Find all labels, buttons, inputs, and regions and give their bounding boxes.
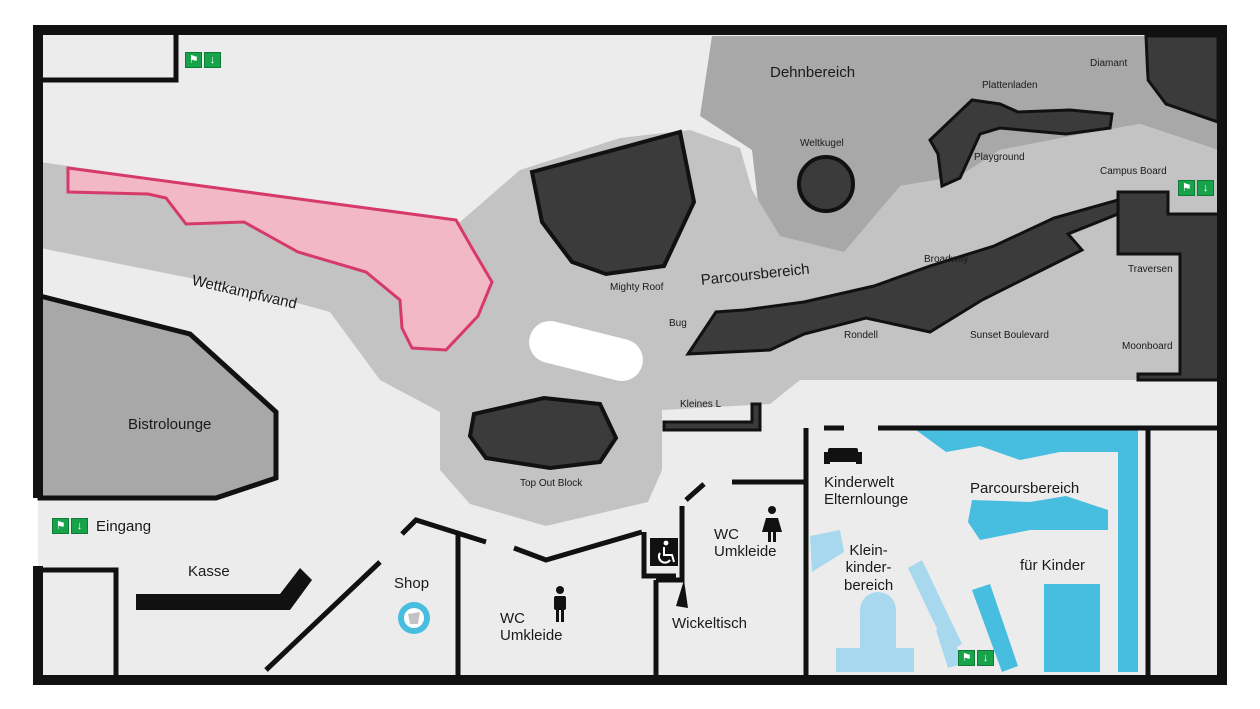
emergency-exit-sign: ⚑↓ <box>1178 180 1214 196</box>
label-dehnbereich: Dehnbereich <box>770 64 856 81</box>
wheelchair-icon <box>650 538 678 566</box>
label-kasse: Kasse <box>188 563 230 580</box>
small-kids-shape <box>810 530 844 572</box>
arrow-down-icon: ↓ <box>71 518 88 534</box>
wall-campus-board <box>1116 190 1222 382</box>
arrow-down-icon: ↓ <box>204 52 221 68</box>
label-rondell: Rondell <box>844 330 878 341</box>
male-toilet-icon <box>554 586 566 622</box>
label-kinderwelt: Kinderwelt Elternlounge <box>824 474 908 509</box>
label-kleinkinderbereich: Klein- kinder- bereich <box>844 542 893 594</box>
label-broadway: Broadway <box>924 254 969 265</box>
label-mighty-roof: Mighty Roof <box>610 282 664 293</box>
label-wc: WC <box>714 526 739 543</box>
emergency-exit-sign: ⚑↓ <box>52 518 88 534</box>
label-plattenladen: Plattenladen <box>982 80 1038 91</box>
wall-top-left-room <box>38 30 179 83</box>
label-weltkugel: Weltkugel <box>800 138 844 149</box>
white-oval-block <box>529 321 643 381</box>
shop-globe-icon <box>398 602 430 634</box>
label-playground: Playground <box>974 152 1025 163</box>
label-wc-umkleide-men: WC Umkleide <box>500 610 563 645</box>
emergency-exit-icon: ⚑ <box>958 650 975 666</box>
label-fuer-kinder: für Kinder <box>1020 557 1086 574</box>
label-campus-board: Campus Board <box>1100 166 1167 177</box>
wickeltisch-shape <box>676 580 688 608</box>
emergency-exit-icon: ⚑ <box>1178 180 1195 196</box>
wall-entrance-bottom <box>38 567 119 680</box>
outer-wall <box>33 25 1227 685</box>
kids-parcours-shape-4 <box>972 584 1018 672</box>
wall-men-wc <box>400 517 676 680</box>
label-top-out-block: Top Out Block <box>520 478 583 489</box>
label-umkleide: Umkleide <box>500 627 563 645</box>
wall-women-wc <box>656 479 806 583</box>
wall-playground <box>928 98 1114 189</box>
kids-parcours-shape-3 <box>1044 584 1100 672</box>
label-parcours-kids: Parcoursbereich <box>970 480 1080 497</box>
competition-wall <box>66 166 494 352</box>
boulder-mighty-roof <box>529 129 697 277</box>
kids-parcours-shape-2 <box>968 496 1108 540</box>
label-kleinkinder-line-3: bereich <box>844 576 894 594</box>
label-kleinkinder-line-2: kinder- <box>845 559 892 577</box>
arrow-down-icon: ↓ <box>977 650 994 666</box>
label-kleines-l: Kleines L <box>680 399 722 410</box>
boulder-weltkugel <box>797 155 855 213</box>
emergency-exit-icon: ⚑ <box>52 518 69 534</box>
arrow-down-icon: ↓ <box>1197 180 1214 196</box>
label-wc-umkleide-women: WC Umkleide <box>714 526 777 561</box>
kasse-counter <box>136 568 312 610</box>
label-wickeltisch: Wickeltisch <box>672 615 748 632</box>
label-shop: Shop <box>394 575 430 592</box>
female-toilet-icon <box>762 506 782 542</box>
emergency-exit-sign: ⚑↓ <box>185 52 221 68</box>
label-umkleide: Umkleide <box>714 543 777 561</box>
label-kinderwelt-line-1: Kinderwelt <box>824 474 895 491</box>
small-kids-shape-4 <box>936 624 962 668</box>
label-bug: Bug <box>669 318 687 329</box>
emergency-exit-sign: ⚑↓ <box>958 650 994 666</box>
label-sunset-boulevard: Sunset Boulevard <box>970 330 1049 341</box>
wall-kleines-l <box>662 402 762 432</box>
wall-diamant <box>1144 34 1220 125</box>
wall-kinderwelt-top <box>803 425 1220 680</box>
small-kids-shape-2 <box>836 592 914 672</box>
label-bistrolounge: Bistrolounge <box>128 416 212 433</box>
label-wc: WC <box>500 610 525 627</box>
sofa-icon <box>824 448 862 464</box>
label-diamant: Diamant <box>1090 58 1128 69</box>
label-traversen: Traversen <box>1128 264 1173 275</box>
boulder-top-out-block <box>467 395 619 471</box>
wall-shop-diagonal <box>264 560 382 672</box>
label-moonboard: Moonboard <box>1122 341 1173 352</box>
emergency-exit-icon: ⚑ <box>185 52 202 68</box>
label-kleinkinder-line-1: Klein- <box>849 542 888 559</box>
label-kinderwelt-line-2: Elternlounge <box>824 491 909 509</box>
label-eingang: Eingang <box>96 518 152 535</box>
